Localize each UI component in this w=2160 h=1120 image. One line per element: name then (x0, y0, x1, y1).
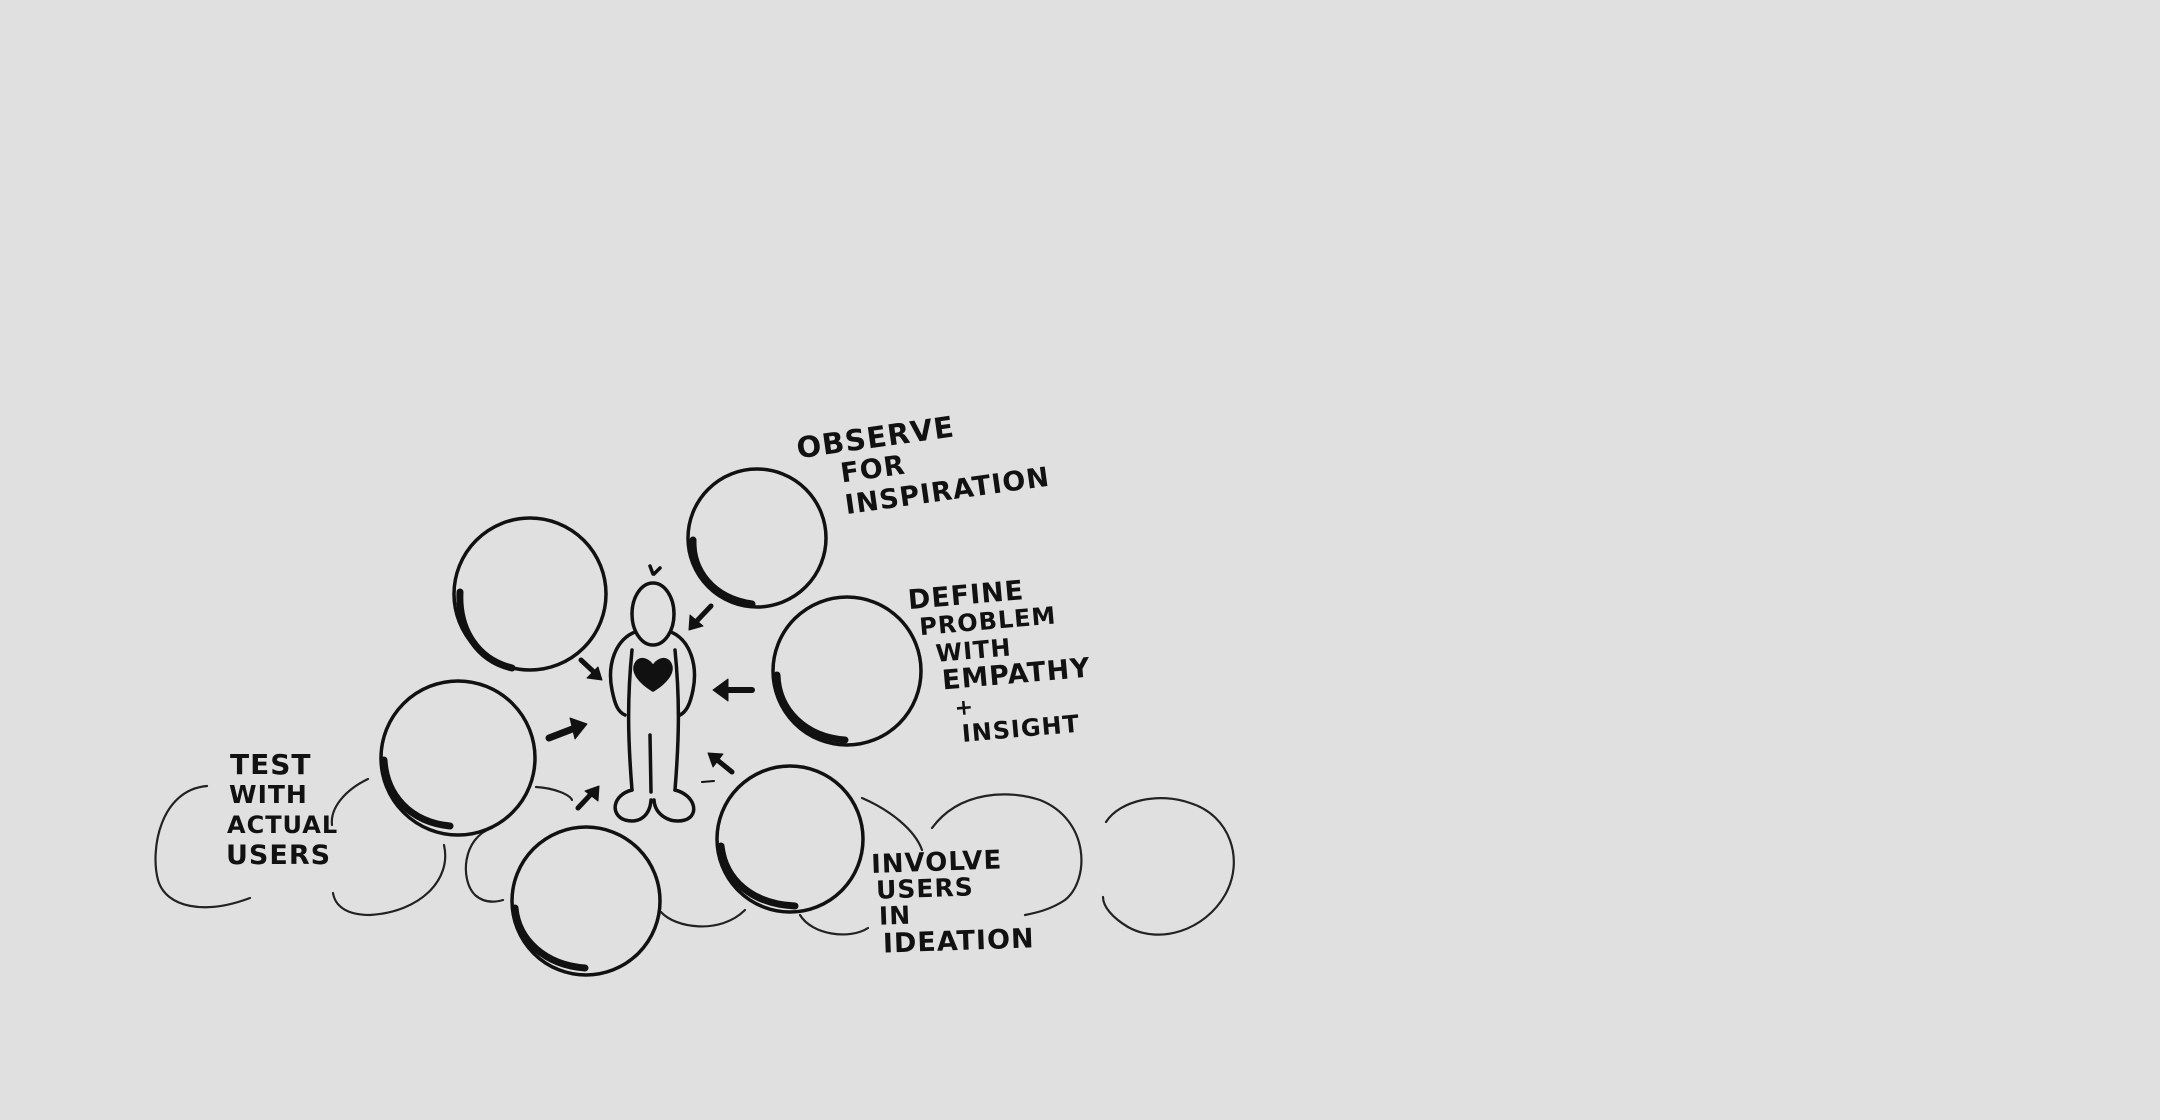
bubble-outline (930, 793, 1083, 917)
bubble-involve (715, 764, 865, 914)
bubble-observe (686, 467, 828, 609)
bubble-test (379, 679, 537, 837)
bubble-top-left (452, 516, 608, 672)
label-test-line1: TEST (230, 748, 312, 781)
label-test: TEST WITH ACTUAL USERS (226, 748, 338, 871)
person-with-heart-icon (608, 564, 697, 823)
bubble-outline (659, 908, 747, 928)
arrow-icon (707, 752, 735, 775)
bubble-outline (464, 826, 505, 903)
label-test-line2: WITH (229, 780, 308, 809)
tick-mark (701, 780, 715, 783)
label-define-line5: + (954, 695, 976, 722)
bubble-outline (798, 913, 870, 936)
label-involve-line1: INVOLVE (871, 845, 1003, 880)
arrow-icon (688, 603, 714, 631)
label-test-line3: ACTUAL (227, 811, 338, 839)
bubble-outline (331, 843, 447, 917)
bubble-define (771, 595, 923, 747)
label-involve: INVOLVE USERS IN IDEATION (871, 845, 1035, 959)
arrow-icon (575, 785, 600, 811)
arrows (545, 603, 755, 811)
bubble-outline (154, 784, 252, 909)
label-involve-line3: IN (878, 901, 911, 931)
label-observe: OBSERVE FOR INSPIRATION (794, 409, 1051, 521)
bubble-outline (534, 785, 574, 802)
bubble-outline (330, 777, 370, 827)
label-define-line3: WITH (935, 633, 1013, 668)
label-involve-line4: IDEATION (882, 923, 1035, 959)
arrow-icon (578, 657, 603, 681)
background-bubbles (154, 777, 1235, 936)
main-bubbles (379, 467, 923, 977)
bubble-bottom (510, 825, 662, 977)
label-define-line6: INSIGHT (961, 710, 1081, 748)
label-involve-line2: USERS (876, 872, 975, 904)
arrow-icon (712, 678, 755, 702)
arrow-icon (545, 717, 588, 742)
label-define: DEFINE PROBLEM WITH EMPATHY + INSIGHT (907, 575, 1092, 748)
bubble-outline (1101, 796, 1235, 936)
bubble-outline (860, 796, 924, 852)
label-test-line4: USERS (226, 840, 331, 871)
